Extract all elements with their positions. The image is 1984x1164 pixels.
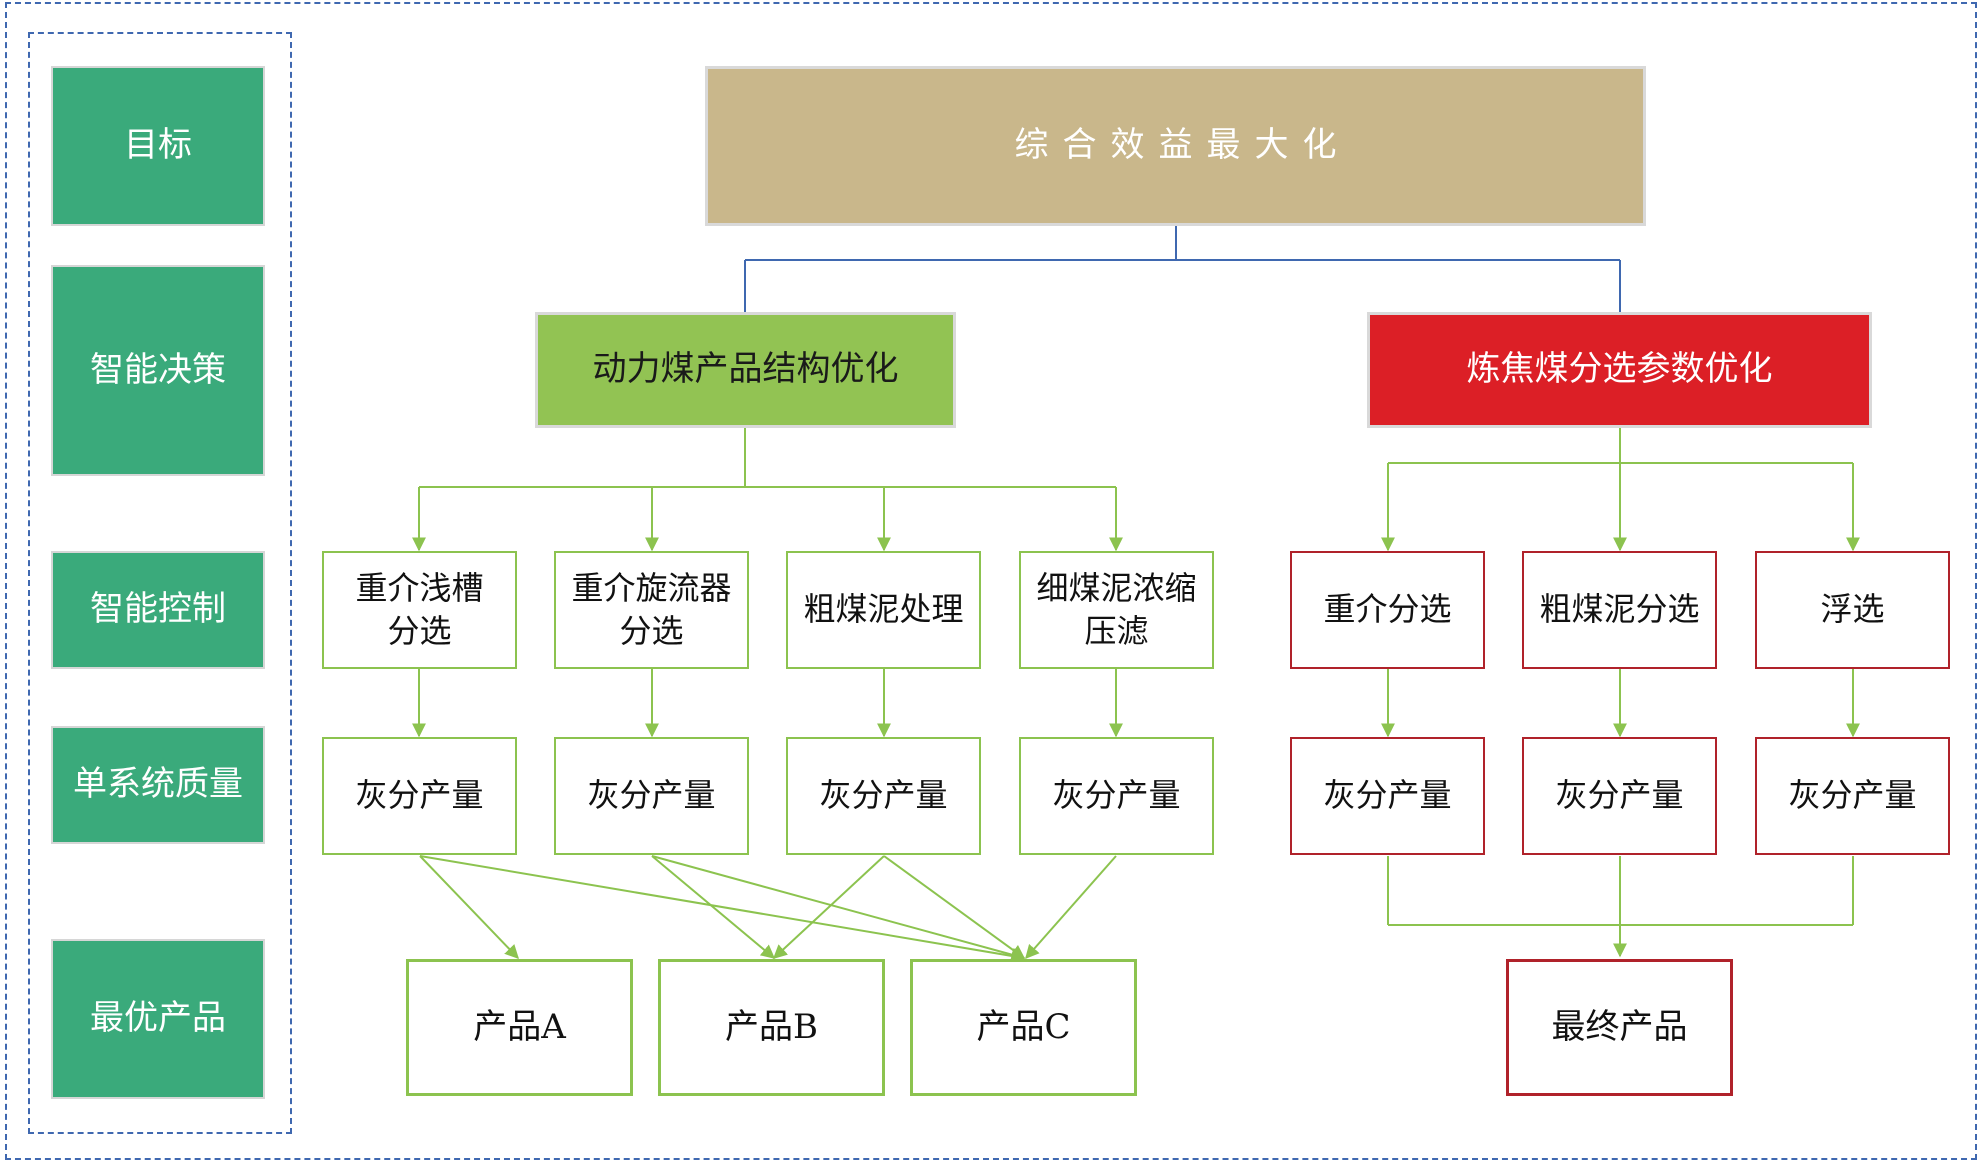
goal-box: 综合效益最大化 — [705, 66, 1646, 226]
right-branch-title: 炼焦煤分选参数优化 — [1367, 312, 1872, 428]
level-product: 最优产品 — [51, 939, 265, 1099]
left-quality-1: 灰分产量 — [322, 737, 517, 855]
quality-2-to-product-b — [651, 855, 776, 959]
right-process-2: 粗煤泥分选 — [1522, 551, 1717, 669]
product-a: 产品A — [406, 959, 633, 1096]
left-process-3: 粗煤泥处理 — [786, 551, 981, 669]
left-process-4: 细煤泥浓缩 压滤 — [1019, 551, 1214, 669]
left-process-2: 重介旋流器 分选 — [554, 551, 749, 669]
level-goal: 目标 — [51, 66, 265, 226]
right-process-1: 重介分选 — [1290, 551, 1485, 669]
left-quality-2: 灰分产量 — [554, 737, 749, 855]
level-column-frame — [28, 32, 292, 1134]
outer-dashed-frame — [5, 2, 1977, 1160]
level-control: 智能控制 — [51, 551, 265, 669]
right-quality-3: 灰分产量 — [1755, 737, 1950, 855]
quality-1-to-product-c — [419, 855, 1026, 963]
left-process-1: 重介浅槽 分选 — [322, 551, 517, 669]
right-quality-2: 灰分产量 — [1522, 737, 1717, 855]
quality-4-to-product-c — [1025, 855, 1117, 960]
level-quality: 单系统质量 — [51, 726, 265, 844]
quality-3-to-product-b — [772, 855, 885, 959]
quality-3-to-product-c — [883, 855, 1026, 959]
quality-2-to-product-c — [651, 855, 1026, 962]
product-b: 产品B — [658, 959, 885, 1096]
final-product: 最终产品 — [1506, 959, 1733, 1096]
left-quality-3: 灰分产量 — [786, 737, 981, 855]
left-branch-trunk — [419, 428, 1116, 488]
quality-1-to-product-a — [419, 855, 519, 960]
right-quality-1: 灰分产量 — [1290, 737, 1485, 855]
product-c: 产品C — [910, 959, 1137, 1096]
level-decision: 智能决策 — [51, 265, 265, 476]
left-branch-title: 动力煤产品结构优化 — [535, 312, 956, 428]
left-quality-4: 灰分产量 — [1019, 737, 1214, 855]
right-process-3: 浮选 — [1755, 551, 1950, 669]
goal-to-branches-connector — [744, 226, 1621, 312]
